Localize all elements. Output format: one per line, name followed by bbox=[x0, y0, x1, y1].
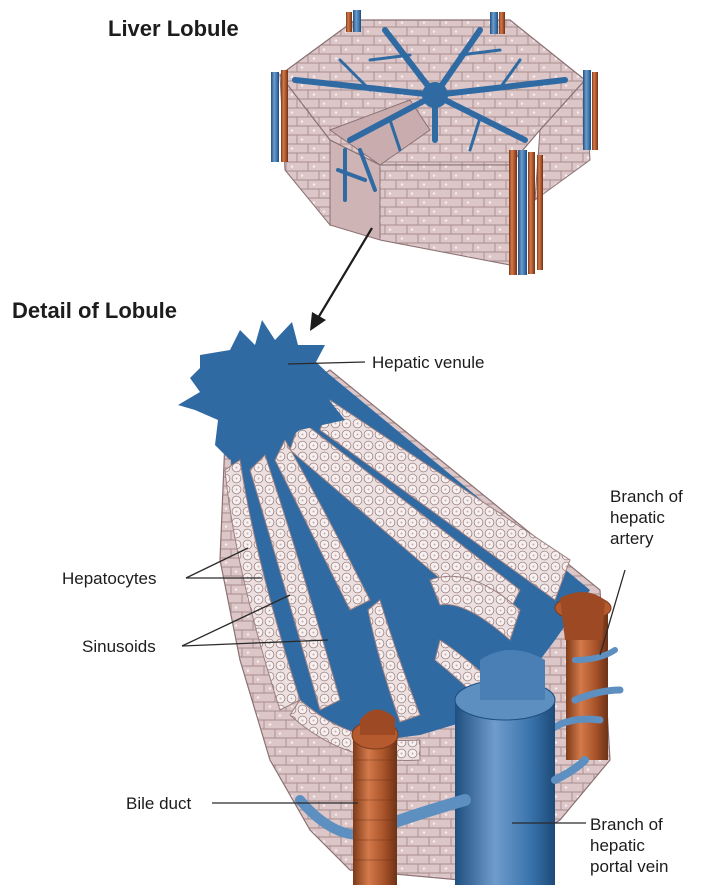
hepatic-artery-label-line2: hepatic bbox=[610, 507, 683, 528]
hepatocytes-label: Hepatocytes bbox=[62, 568, 157, 589]
hepatic-venule-label: Hepatic venule bbox=[372, 352, 484, 373]
detail-of-lobule-title: Detail of Lobule bbox=[12, 298, 177, 324]
hepatic-artery-label: Branch of hepatic artery bbox=[610, 486, 683, 549]
central-vein bbox=[422, 82, 448, 108]
portal-vein-label-line1: Branch of bbox=[590, 814, 668, 835]
portal-vein-label-line2: hepatic bbox=[590, 835, 668, 856]
sinusoids-label: Sinusoids bbox=[82, 636, 156, 657]
hepatic-artery-label-line1: Branch of bbox=[610, 486, 683, 507]
liver-lobule-title: Liver Lobule bbox=[108, 16, 239, 42]
portal-vein-label-line3: portal vein bbox=[590, 856, 668, 877]
portal-vein-label: Branch of hepatic portal vein bbox=[590, 814, 668, 877]
zoom-arrow bbox=[310, 228, 372, 331]
bile-duct-label: Bile duct bbox=[126, 793, 191, 814]
hepatic-artery-label-line3: artery bbox=[610, 528, 683, 549]
